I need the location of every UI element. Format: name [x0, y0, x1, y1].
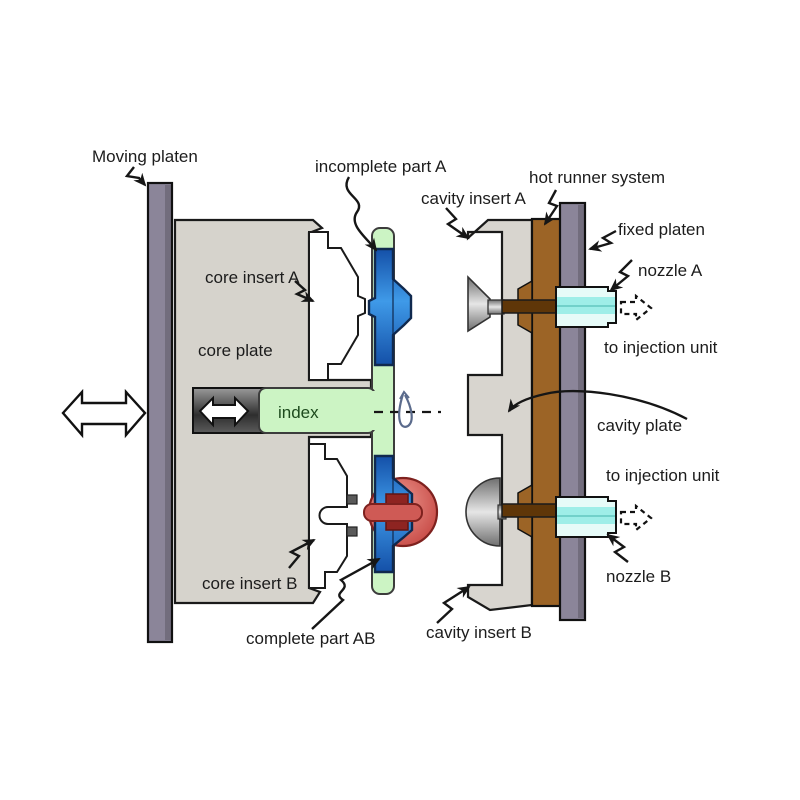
incomplete-part-a-leader-arrow	[345, 176, 378, 252]
core-plate-label: core plate	[198, 341, 273, 360]
cavity-insert-b-leader-arrow	[436, 585, 471, 624]
hot-runner-system	[530, 217, 564, 608]
platen-motion-double-arrow-icon	[61, 388, 147, 439]
core-insert-a-leader-arrow	[294, 280, 315, 303]
fixed-platen-label: fixed platen	[618, 220, 705, 239]
moving-platen-label: Moving platen	[92, 147, 198, 166]
nozzle-a-label: nozzle A	[638, 261, 703, 280]
moving-platen	[146, 181, 174, 644]
to-injection-unit-bottom-label: to injection unit	[606, 466, 720, 485]
moving-platen-leader-arrow	[124, 166, 147, 187]
index-label: index	[278, 403, 319, 422]
injection-flow-dashed-arrow-b	[619, 503, 653, 533]
incomplete-part-a-label: incomplete part A	[315, 157, 447, 176]
cavity-plate-leader-arrow	[507, 389, 688, 421]
slot-double-arrow-icon	[198, 395, 250, 428]
to-injection-unit-top-label: to injection unit	[604, 338, 718, 357]
core-insert-b-label: core insert B	[202, 574, 297, 593]
cavity-insert-b-label: cavity insert B	[426, 623, 532, 642]
moving-platen-shade	[165, 185, 171, 640]
cavity-plate-label: cavity plate	[597, 416, 682, 435]
core-insert-b-prong-bottom	[346, 526, 358, 537]
core-insert-a	[308, 231, 366, 381]
hot-runner-system-label: hot runner system	[529, 168, 665, 187]
core-insert-b	[308, 443, 348, 589]
runner-channel-a	[501, 299, 561, 314]
rotation-arrow-tip	[399, 390, 410, 400]
core-insert-a-label: core insert A	[205, 268, 300, 287]
nozzle-b-label: nozzle B	[606, 567, 671, 586]
leader-arrows	[124, 166, 688, 630]
core-insert-b-leader-arrow	[288, 538, 316, 569]
fixed-platen-leader-arrow	[588, 229, 617, 252]
complete-part-ab-leader-arrow	[311, 557, 381, 630]
index-joint-patch	[366, 391, 378, 430]
cavity-insert-b-dome	[465, 477, 501, 547]
nozzle-b-leader-arrow	[606, 533, 629, 563]
rotation-arrow-icon	[398, 393, 413, 428]
injection-flow-dashed-arrow-a	[619, 293, 653, 323]
core-insert-b-prong-top	[346, 494, 358, 505]
cavity-insert-a-funnel	[467, 275, 491, 333]
nozzle-a-leader-arrow	[609, 259, 633, 292]
complete-part-ab-red-pin	[363, 503, 423, 522]
fixed-platen-shade	[578, 205, 584, 618]
cavity-insert-a-leader-arrow	[445, 207, 470, 240]
complete-part-ab-label: complete part AB	[246, 629, 375, 648]
runner-channel-b	[501, 503, 561, 518]
cavity-insert-a-label: cavity insert A	[421, 189, 527, 208]
hot-runner-leader-arrow	[543, 189, 559, 226]
fixed-platen	[558, 201, 587, 622]
